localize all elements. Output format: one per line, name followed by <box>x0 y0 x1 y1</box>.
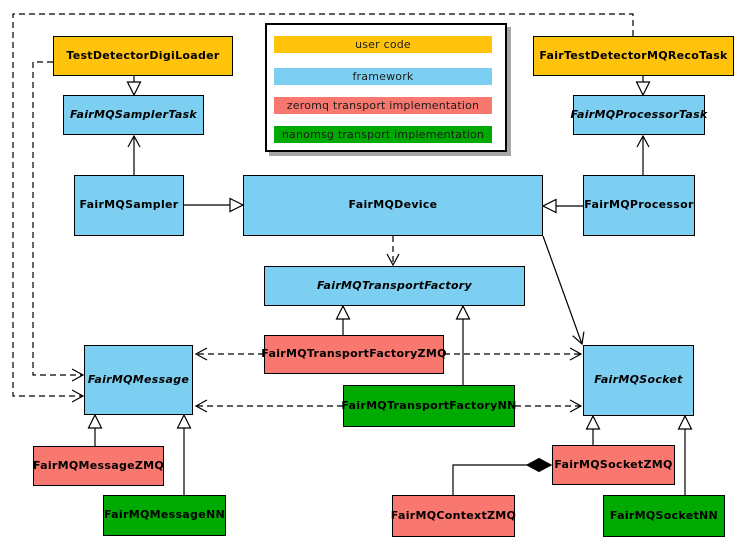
edge-recotask-depends-message <box>12 13 634 403</box>
class-testdetectordigiloader: TestDetectorDigiLoader <box>53 36 233 76</box>
class-fairmqmessagezmq: FairMQMessageZMQ <box>33 446 164 486</box>
class-fairmqsocketzmq: FairMQSocketZMQ <box>552 445 675 485</box>
edge-contextzmq-composed-socketzmq <box>452 465 551 495</box>
class-fairmqmessage: FairMQMessage <box>84 345 193 415</box>
class-fairmqmessagenn: FairMQMessageNN <box>103 495 226 536</box>
legend: user code framework zeromq transport imp… <box>265 23 507 152</box>
legend-item-user-code: user code <box>274 36 492 53</box>
class-fairmqprocessortask: FairMQProcessorTask <box>570 95 707 135</box>
class-fairmqsampler: FairMQSampler <box>74 175 184 236</box>
legend-item-zeromq: zeromq transport implementation <box>274 97 492 114</box>
class-fairtestdetectormqrecotask: FairTestDetectorMQRecoTask <box>533 36 734 76</box>
legend-item-framework: framework <box>274 68 492 85</box>
class-fairmqsocket: FairMQSocket <box>583 345 694 416</box>
class-fairmqtransportfactoryzmq: FairMQTransportFactoryZMQ <box>261 335 446 374</box>
class-fairmqsamplertask: FairMQSamplerTask <box>63 95 204 135</box>
class-fairmqtransportfactory: FairMQTransportFactory <box>264 266 525 306</box>
legend-item-nanomsg: nanomsg transport implementation <box>274 126 492 143</box>
class-fairmqcontextzmq: FairMQContextZMQ <box>391 495 516 537</box>
class-fairmqprocessor: FairMQProcessor <box>583 175 695 236</box>
class-fairmqtransportfactorynn: FairMQTransportFactoryNN <box>341 385 516 427</box>
edge-device-uses-socket <box>542 235 585 346</box>
edge-digiloader-depends-message <box>32 61 85 382</box>
class-fairmqsocketnn: FairMQSocketNN <box>603 495 725 537</box>
class-fairmqdevice: FairMQDevice <box>243 175 543 236</box>
